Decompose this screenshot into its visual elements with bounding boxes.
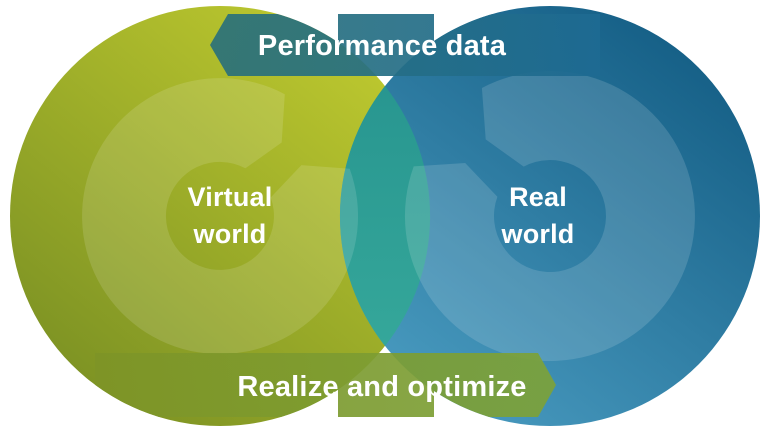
virtual-world-label-line1: Virtual — [188, 182, 273, 212]
performance-data-arrow — [210, 14, 600, 76]
virtual-cycle-ring-group — [82, 78, 359, 355]
real-world-label-line1: Real — [509, 182, 567, 212]
virtual-world-circle — [10, 6, 430, 426]
real-world-label-line2: world — [501, 219, 575, 249]
virtual-world-label-line2: world — [193, 219, 267, 249]
overlap-lens — [339, 86, 431, 346]
real-cycle-ring-group — [404, 71, 695, 362]
bottom-arrow-label: Realize and optimize — [237, 371, 526, 403]
top-arrow-label: Performance data — [258, 30, 507, 62]
real-cycle-arrow-ring — [404, 71, 695, 362]
virtual-cycle-arrow-ring — [82, 78, 359, 355]
real-world-circle — [340, 6, 760, 426]
